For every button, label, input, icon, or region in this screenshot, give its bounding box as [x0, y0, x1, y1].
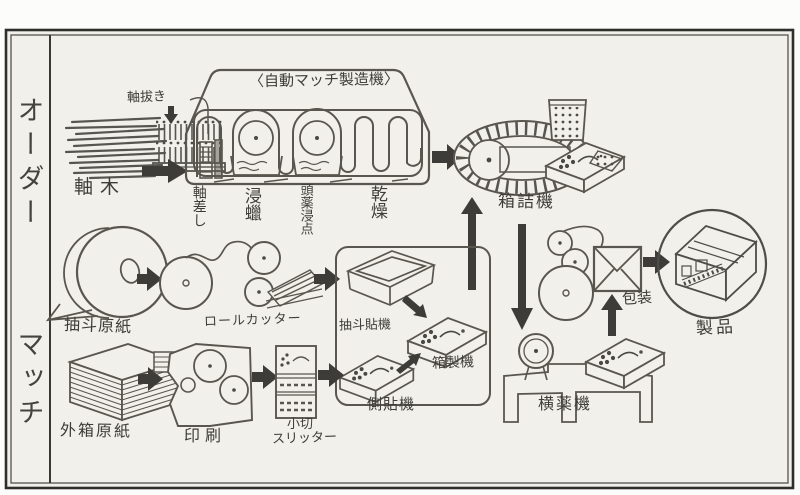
sidebar-title-match: マッチ	[12, 330, 44, 432]
wax-roller	[238, 120, 274, 156]
box-assembly-group	[335, 246, 491, 406]
arrow-splints-to-machine	[142, 159, 188, 183]
printing-machine-icon	[153, 343, 253, 427]
label-stage-head: 頭薬浸点	[297, 183, 313, 235]
wax-trough	[230, 155, 283, 176]
arrow-sidechemical-to-packaging	[601, 294, 623, 336]
label-stage-wax: 浸蠟	[240, 187, 261, 221]
label-drawer-paste-machine: 抽斗貼機	[338, 317, 392, 334]
arrow-slitter-to-sidepaste	[318, 363, 344, 387]
label-box-making-machine: 箱製機	[431, 354, 475, 372]
arrow-stack-to-printer	[138, 367, 163, 391]
label-box-filling-machine: 箱詰機	[497, 191, 556, 213]
label-slitter-line2: スリッター	[271, 429, 338, 448]
arrow-sidepaste-to-boxmaker	[396, 353, 421, 374]
arrow-cutter-to-drawerbox	[314, 267, 340, 291]
label-packaging: 包装	[621, 287, 653, 309]
machine-title: 〈自動マッチ製造機〉	[248, 69, 400, 91]
label-stage-dry: 乾燥	[366, 185, 387, 219]
label-slitter-line1: 小切	[287, 417, 314, 432]
roll-cutter-icon	[159, 240, 324, 310]
match-splints-pile-icon	[64, 116, 168, 180]
outer-box-paper-stack-icon	[67, 343, 183, 422]
arrow-boxmaker-to-boxfiller	[461, 197, 483, 290]
label-drawer-base-paper: 抽斗原紙	[63, 314, 133, 337]
cut-sheets-icon	[265, 269, 324, 309]
arrow-tray-to-boxmaker	[402, 295, 427, 318]
box-filling-machine-icon	[453, 99, 625, 196]
splint-ladder	[199, 139, 223, 179]
chemical-trough	[292, 155, 343, 176]
label-side-chemical-machine: 横薬機	[538, 394, 593, 413]
paper-roll-icon	[45, 225, 169, 322]
arrow-printer-to-slitter	[252, 365, 278, 389]
label-printing: 印刷	[184, 426, 227, 445]
splint-hopper-icon	[548, 99, 587, 141]
label-splints: 軸木	[74, 176, 127, 198]
sidebar-title-order: オーダー	[12, 96, 44, 232]
slitter-sheet-icon	[275, 345, 317, 419]
label-side-paste-machine: 側貼機	[367, 395, 416, 413]
label-outer-box-base-paper: 外箱原紙	[59, 420, 133, 441]
label-product: 製品	[695, 316, 737, 340]
label-roll-cutter: ロールカッター	[203, 311, 302, 330]
open-drawer-tray-icon	[345, 250, 437, 306]
side-chemical-machine-icon	[503, 333, 665, 423]
label-splint-pull: 軸拔き	[126, 89, 167, 106]
product-icon	[656, 208, 768, 320]
wrapped-pack-icon	[592, 245, 643, 293]
arrow-rollpaper-to-cutter	[137, 267, 162, 291]
splint-pull-pointer	[164, 97, 209, 134]
packaging-machine-icon	[538, 225, 643, 321]
serpentine-conveyor	[196, 108, 422, 177]
auto-match-machine-icon	[184, 68, 431, 186]
chemical-roller	[299, 120, 335, 156]
label-stage-insert: 軸差し	[190, 185, 207, 227]
arrow-packaging-to-product	[643, 250, 670, 274]
arrow-boxfiller-to-sidechemical	[511, 224, 533, 330]
